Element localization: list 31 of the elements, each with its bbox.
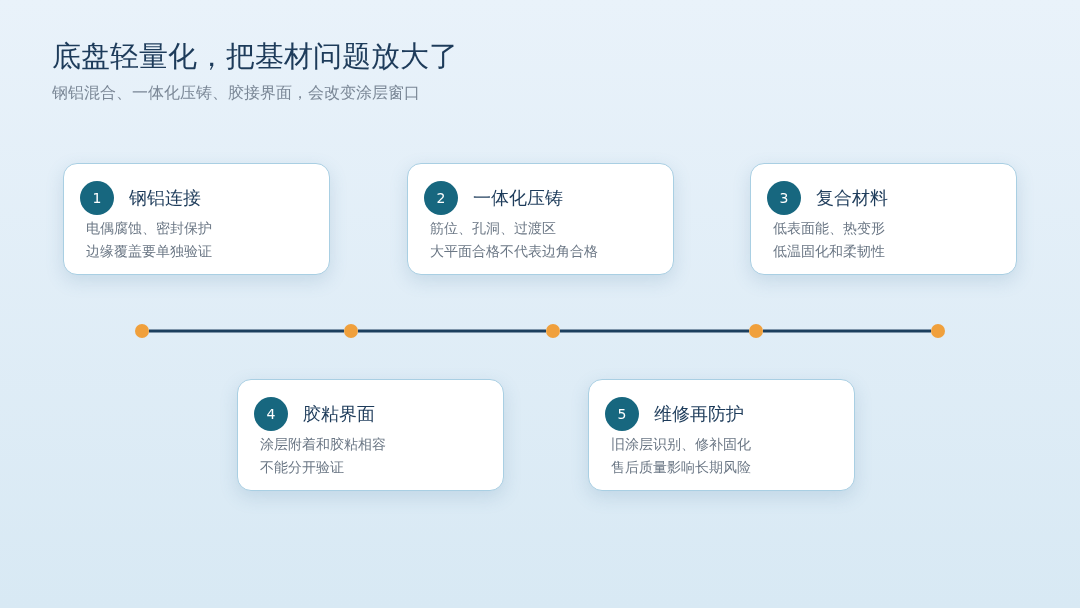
card-heading: 胶粘界面 bbox=[303, 402, 375, 426]
card-text: 低表面能、热变形 bbox=[773, 219, 885, 238]
info-card bbox=[63, 163, 330, 275]
card-text: 不能分开验证 bbox=[260, 458, 344, 477]
number-badge: 5 bbox=[605, 397, 639, 431]
number-badge: 4 bbox=[254, 397, 288, 431]
card-heading: 维修再防护 bbox=[654, 402, 744, 426]
card-heading: 复合材料 bbox=[816, 186, 888, 210]
info-card bbox=[237, 379, 504, 491]
title: 底盘轻量化，把基材问题放大了 bbox=[52, 38, 458, 75]
number-badge: 2 bbox=[424, 181, 458, 215]
timeline-line bbox=[560, 329, 749, 333]
timeline-line bbox=[358, 329, 546, 333]
info-card bbox=[588, 379, 855, 491]
number-badge: 1 bbox=[80, 181, 114, 215]
card-heading: 一体化压铸 bbox=[473, 186, 563, 210]
card-text: 电偶腐蚀、密封保护 bbox=[86, 219, 212, 238]
card-heading: 钢铝连接 bbox=[129, 186, 201, 210]
subtitle: 钢铝混合、一体化压铸、胶接界面，会改变涂层窗口 bbox=[52, 82, 420, 104]
card-text: 涂层附着和胶粘相容 bbox=[260, 435, 386, 454]
number-badge: 3 bbox=[767, 181, 801, 215]
info-card bbox=[750, 163, 1017, 275]
card-text: 边缘覆盖要单独验证 bbox=[86, 242, 212, 261]
card-text: 低温固化和柔韧性 bbox=[773, 242, 885, 261]
timeline-line bbox=[763, 329, 931, 333]
card-text: 大平面合格不代表边角合格 bbox=[430, 242, 598, 261]
card-text: 筋位、孔洞、过渡区 bbox=[430, 219, 556, 238]
card-text: 旧涂层识别、修补固化 bbox=[611, 435, 751, 454]
info-card bbox=[407, 163, 674, 275]
timeline-line bbox=[149, 329, 344, 333]
card-text: 售后质量影响长期风险 bbox=[611, 458, 751, 477]
